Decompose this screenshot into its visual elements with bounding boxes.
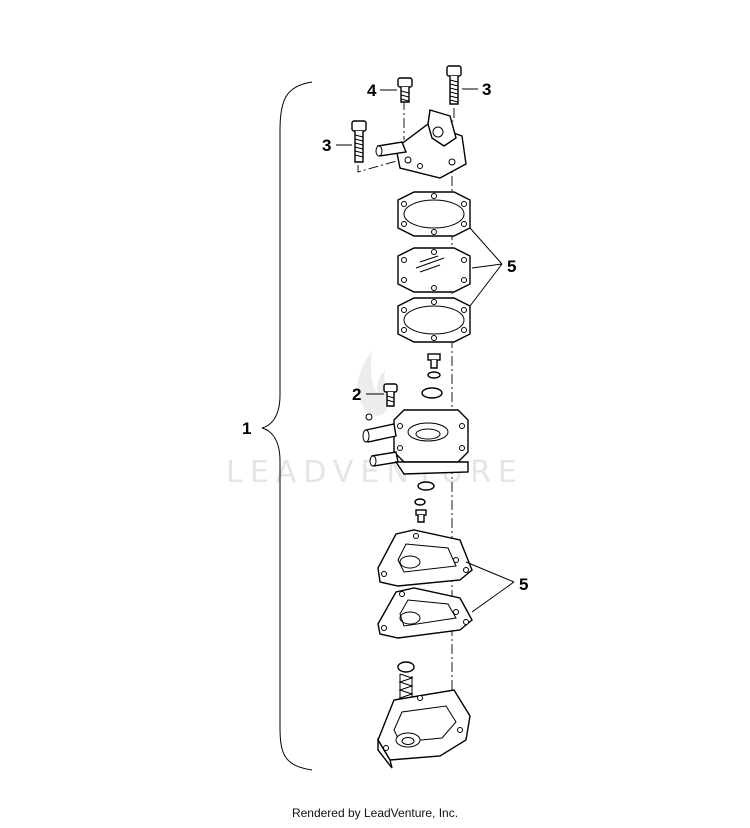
- valve-disc-lower: [417, 481, 435, 491]
- valve-disc-upper: [421, 387, 443, 399]
- callout-4: 4: [367, 81, 377, 100]
- pump-body: [362, 409, 469, 475]
- screw-item-3-left: [351, 120, 367, 163]
- gasket-upper-2: [397, 297, 471, 343]
- washer-lower: [414, 498, 426, 506]
- callout-3-left: 3: [322, 136, 331, 155]
- valve-screw-upper: [427, 353, 441, 369]
- check-valve-cap: [397, 661, 415, 673]
- diaphragm-upper: [397, 247, 471, 293]
- gasket-lower-2: [377, 587, 473, 639]
- callout-3-right: 3: [482, 80, 491, 99]
- screw-item-3-right: [446, 65, 462, 105]
- washer-upper: [427, 371, 441, 379]
- callout-5-lower: 5: [519, 575, 528, 594]
- watermark-flame-icon: [357, 350, 389, 416]
- leader-5-lower: [465, 561, 515, 613]
- gasket-lower-1: [377, 529, 473, 587]
- leader-5-upper: [469, 227, 503, 307]
- valve-screw-lower: [415, 509, 427, 523]
- screw-item-4: [397, 77, 413, 103]
- callout-1: 1: [242, 419, 251, 438]
- callout-5-upper: 5: [507, 257, 516, 276]
- leader-screw-left: [357, 159, 401, 173]
- pump-top-cover: [375, 109, 467, 179]
- pump-base-plate: [377, 689, 471, 769]
- gasket-upper-1: [397, 191, 471, 237]
- footer-credit: Rendered by LeadVenture, Inc.: [291, 806, 459, 820]
- o-ring-small: [365, 413, 373, 421]
- callout-2: 2: [352, 385, 361, 404]
- assembly-brace: [261, 81, 313, 771]
- screw-item-2: [383, 383, 398, 407]
- watermark: LEADVENTURE: [226, 350, 517, 490]
